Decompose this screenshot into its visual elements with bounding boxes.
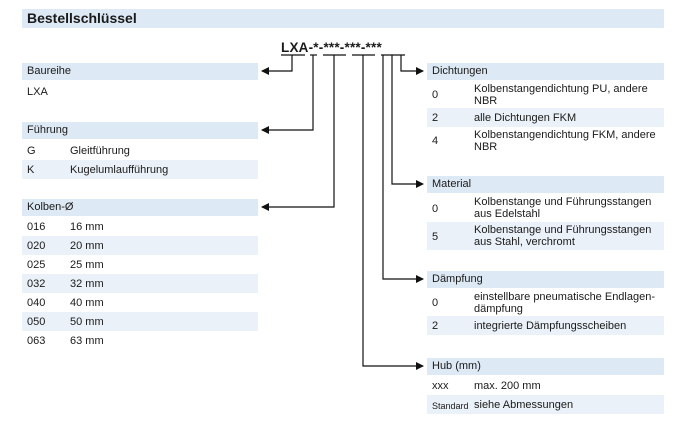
dichtungen-row: 2 alle Dichtungen FKM (427, 108, 664, 127)
kolben-row: 050 50 mm (22, 312, 258, 331)
kolben-row: 025 25 mm (22, 255, 258, 274)
kolben-text: 40 mm (70, 297, 104, 309)
daempfung-text: einstellbare pneumatische Endlagen-dämpf… (474, 291, 656, 315)
dichtungen-code: 2 (432, 112, 439, 124)
kolben-code: 063 (27, 335, 46, 347)
dichtungen-text: Kolbenstangendichtung PU, andere NBR (474, 83, 648, 107)
kolben-row: 032 32 mm (22, 274, 258, 293)
material-row: 5 Kolbenstange und Führungsstangen aus S… (427, 222, 664, 250)
material-text: Kolbenstange und Führungsstangen aus Ede… (474, 196, 652, 220)
fuehrung-code: G (27, 145, 36, 157)
baureihe-row: LXA (22, 82, 258, 101)
daempfung-code: 0 (432, 297, 439, 309)
kolben-row: 016 16 mm (22, 217, 258, 236)
dichtungen-row: 0 Kolbenstangendichtung PU, andere NBR (427, 81, 664, 108)
dichtungen-row: 4 Kolbenstangendichtung FKM, andere NBR (427, 127, 664, 155)
daempfung-row: 2 integrierte Dämpfungsscheiben (427, 316, 664, 335)
dichtungen-header: Dichtungen (427, 63, 664, 80)
fuehrung-row: K Kugelumlaufführung (22, 160, 258, 179)
daempfung-code: 2 (432, 320, 439, 332)
material-text: Kolbenstange und Führungsstangen aus Sta… (474, 224, 652, 248)
kolben-row: 020 20 mm (22, 236, 258, 255)
dichtungen-text: alle Dichtungen FKM (474, 112, 577, 124)
kolben-text: 25 mm (70, 259, 104, 271)
kolben-code: 020 (27, 240, 46, 252)
hub-code: xxx (432, 380, 449, 392)
dichtungen-code: 0 (432, 89, 439, 101)
kolben-code: 032 (27, 278, 46, 290)
dichtungen-code: 4 (432, 135, 439, 147)
fuehrung-row: G Gleitführung (22, 141, 258, 160)
kolben-code: 025 (27, 259, 46, 271)
kolben-text: 20 mm (70, 240, 104, 252)
daempfung-row: 0 einstellbare pneumatische Endlagen-däm… (427, 289, 664, 316)
hub-code: Standard (432, 401, 469, 411)
kolben-row: 040 40 mm (22, 293, 258, 312)
kolben-header: Kolben-Ø (22, 199, 258, 216)
hub-text: max. 200 mm (474, 380, 541, 392)
material-row: 0 Kolbenstange und Führungsstangen aus E… (427, 194, 664, 222)
kolben-text: 63 mm (70, 335, 104, 347)
fuehrung-header: Führung (22, 122, 258, 139)
daempfung-header: Dämpfung (427, 271, 664, 288)
kolben-code: 040 (27, 297, 46, 309)
dichtungen-text: Kolbenstangendichtung FKM, andere NBR (474, 129, 656, 153)
hub-row: Standard siehe Abmessungen (427, 395, 664, 414)
material-header: Material (427, 176, 664, 193)
fuehrung-text: Gleitführung (70, 145, 130, 157)
kolben-code: 016 (27, 221, 46, 233)
order-code: LXA-*-***-***-*** (281, 40, 382, 55)
hub-row: xxx max. 200 mm (427, 376, 664, 395)
kolben-text: 32 mm (70, 278, 104, 290)
daempfung-text: integrierte Dämpfungsscheiben (474, 320, 627, 332)
material-code: 5 (432, 231, 439, 243)
hub-header: Hub (mm) (427, 358, 664, 375)
fuehrung-text: Kugelumlaufführung (70, 164, 169, 176)
kolben-text: 16 mm (70, 221, 104, 233)
baureihe-code: LXA (27, 86, 48, 98)
kolben-text: 50 mm (70, 316, 104, 328)
kolben-code: 050 (27, 316, 46, 328)
kolben-row: 063 63 mm (22, 331, 258, 350)
hub-text: siehe Abmessungen (474, 399, 574, 411)
baureihe-header: Baureihe (22, 63, 258, 80)
fuehrung-code: K (27, 164, 35, 176)
page-title: Bestellschlüssel (22, 9, 664, 28)
material-code: 0 (432, 203, 439, 215)
